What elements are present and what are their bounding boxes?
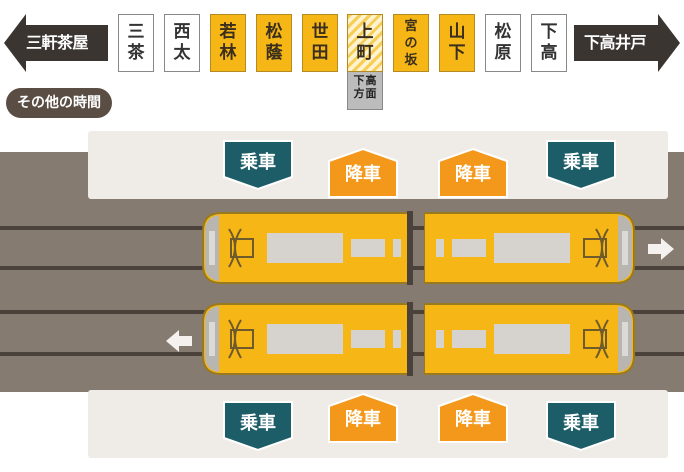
direction-right-label: 下高井戸 [584, 33, 647, 52]
train-car-lower-left [201, 302, 413, 376]
station-box: 西太西太 [164, 14, 200, 72]
sign-label: 乗車 [240, 152, 276, 173]
other-times-badge: その他の時間 [6, 88, 112, 118]
train-car-lower-right [424, 302, 636, 376]
direction-arrow-left: 三軒茶屋 [4, 14, 112, 72]
sign-label: 乗車 [563, 413, 599, 434]
sign-label: 降車 [455, 409, 491, 430]
station-box: 松蔭松蔭 [256, 14, 292, 72]
train-car-upper-left [201, 211, 413, 285]
sign-label: 降車 [345, 409, 381, 430]
station-box: 松原松原 [485, 14, 521, 72]
sign-label: 降車 [345, 164, 381, 185]
station-box: 上町上町 [347, 14, 383, 72]
sign-label: 乗車 [563, 152, 599, 173]
boarding-sign: 乗車 [222, 400, 294, 452]
station-list: 三茶三茶 西太西太 若林若林 松蔭松蔭 世田世田 上町上町 宮の坂宮の坂 山下山… [118, 14, 568, 110]
sign-label: 降車 [455, 164, 491, 185]
station-box: 世田世田 [302, 14, 338, 72]
direction-arrow-right: 下高井戸 [574, 14, 682, 72]
alighting-sign: 降車 [327, 392, 399, 444]
partial-note-line2: 下方 [353, 74, 365, 100]
station-box: 宮の坂宮の坂 [393, 14, 429, 72]
arrow-right-icon [648, 238, 674, 260]
station-box: 下高下高 [531, 14, 567, 72]
boarding-sign: 乗車 [545, 139, 617, 191]
boarding-sign: 乗車 [222, 139, 294, 191]
alighting-sign: 降車 [437, 147, 509, 199]
partial-note-line1: 高面 [365, 74, 377, 100]
alighting-sign: 降車 [327, 147, 399, 199]
train-car-upper-right [424, 211, 636, 285]
station-box: 若林若林 [210, 14, 246, 72]
partial-service-note: 高面 下方 [347, 72, 383, 110]
direction-left-label: 三軒茶屋 [26, 33, 89, 52]
sign-label: 乗車 [240, 413, 276, 434]
station-box: 三茶三茶 [118, 14, 154, 72]
boarding-sign: 乗車 [545, 400, 617, 452]
station-box: 山下山下 [439, 14, 475, 72]
arrow-left-icon [166, 330, 192, 352]
alighting-sign: 降車 [437, 392, 509, 444]
